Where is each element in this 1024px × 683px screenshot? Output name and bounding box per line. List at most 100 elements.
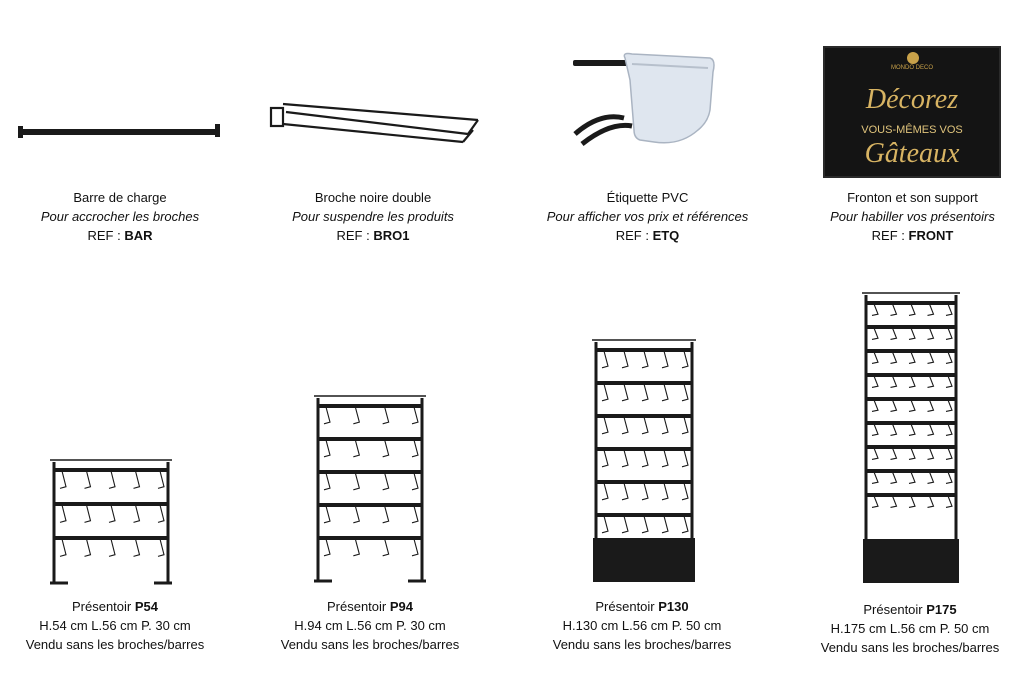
rack-bar: [318, 437, 422, 441]
display-label: Présentoir: [326, 599, 387, 614]
accessory-double-hook: Broche noire double Pour suspendre les p…: [268, 188, 478, 245]
double-hook-image: [268, 98, 483, 150]
rack-hook: [908, 399, 916, 412]
ref-code: BAR: [124, 228, 153, 243]
rack-bar: [866, 325, 956, 329]
rack-hook: [871, 303, 879, 316]
rack-hook: [945, 495, 953, 508]
display-p54: Présentoir P54 H.54 cm L.56 cm P. 30 cm …: [10, 597, 220, 654]
ref-label: REF :: [615, 228, 649, 243]
rack-hook: [157, 538, 165, 557]
rack-hook: [108, 470, 116, 489]
rack-p94-image: [312, 392, 428, 584]
rack-hook: [871, 327, 879, 340]
rack-bar: [596, 348, 692, 352]
rack-hook: [641, 416, 649, 435]
rack-hook: [157, 470, 165, 489]
rack-hook: [621, 449, 629, 468]
rack-hook: [890, 375, 898, 388]
rack-bar: [866, 469, 956, 473]
rack-hook: [641, 515, 649, 534]
rack-bar: [596, 381, 692, 385]
rack-hook: [84, 504, 92, 523]
rack-hook: [621, 383, 629, 402]
rack-hook: [927, 423, 935, 436]
rack-hook: [601, 350, 609, 369]
rack-bar: [866, 373, 956, 377]
rack-hook: [945, 351, 953, 364]
ref-code: ETQ: [652, 228, 680, 243]
display-ref: P130: [658, 599, 689, 614]
rack-hook: [927, 375, 935, 388]
accessory-desc: Pour afficher vos prix et références: [546, 209, 749, 224]
rack-hook: [927, 471, 935, 484]
rack-hook: [871, 399, 879, 412]
accessory-pvc-label: Étiquette PVC Pour afficher vos prix et …: [530, 188, 765, 245]
rack-hook: [681, 515, 689, 534]
accessory-name: Fronton et son support: [847, 190, 978, 205]
rack-hook: [890, 351, 898, 364]
rack-hook: [681, 482, 689, 501]
rack-hook: [601, 482, 609, 501]
rack-hook: [927, 303, 935, 316]
rack-hook: [681, 383, 689, 402]
ref-code: FRONT: [908, 228, 954, 243]
rack-hook: [84, 470, 92, 489]
rack-hook: [323, 439, 331, 458]
rack-bar: [318, 470, 422, 474]
rack-p54-image: [48, 458, 174, 586]
ref-label: REF :: [336, 228, 370, 243]
rack-bar: [54, 502, 168, 506]
rack-hook: [661, 350, 669, 369]
pvc-label-image: [570, 50, 720, 150]
rack-bar: [596, 414, 692, 418]
display-note: Vendu sans les broches/barres: [25, 637, 205, 652]
rack-hook: [601, 515, 609, 534]
rack-hook: [681, 350, 689, 369]
rack-bar: [318, 503, 422, 507]
rack-bar: [866, 493, 956, 497]
accessory-name: Étiquette PVC: [606, 190, 689, 205]
fronton-banner-image: MONDO DECO Décorez VOUS-MÊMES VOS Gâteau…: [823, 46, 1001, 178]
display-ref: P175: [926, 602, 957, 617]
rack-hook: [108, 504, 116, 523]
accessory-bar: Barre de charge Pour accrocher les broch…: [20, 188, 220, 245]
rack-hook: [890, 447, 898, 460]
rack-bar: [866, 301, 956, 305]
rack-hook: [353, 538, 361, 557]
display-label: Présentoir: [595, 599, 655, 614]
rack-hook: [157, 504, 165, 523]
display-dims: H.175 cm L.56 cm P. 50 cm: [830, 621, 990, 636]
rack-hook: [890, 495, 898, 508]
ref-label: REF :: [87, 228, 121, 243]
rack-hook: [661, 515, 669, 534]
banner-brand: MONDO DECO: [891, 65, 933, 71]
rack-hook: [59, 470, 67, 489]
display-note: Vendu sans les broches/barres: [820, 640, 1000, 655]
rack-bar: [54, 468, 168, 472]
rack-hook: [621, 350, 629, 369]
rack-hook: [945, 327, 953, 340]
rack-hook: [871, 471, 879, 484]
rack-base: [863, 539, 959, 583]
rack-hook: [890, 327, 898, 340]
banner-line-1: Décorez: [865, 84, 959, 115]
bar-image: [18, 120, 222, 142]
rack-hook: [323, 505, 331, 524]
rack-hook: [411, 505, 419, 524]
display-p130: Présentoir P130 H.130 cm L.56 cm P. 50 c…: [537, 597, 747, 654]
rack-hook: [59, 538, 67, 557]
rack-hook: [871, 351, 879, 364]
rack-bar: [866, 421, 956, 425]
rack-bar: [866, 397, 956, 401]
rack-hook: [927, 351, 935, 364]
rack-hook: [641, 482, 649, 501]
accessory-name: Barre de charge: [73, 190, 167, 205]
rack-hook: [908, 351, 916, 364]
rack-bar: [596, 513, 692, 517]
rack-hook: [641, 383, 649, 402]
rack-hook: [382, 406, 390, 425]
rack-hook: [323, 406, 331, 425]
rack-hook: [661, 416, 669, 435]
rack-hook: [601, 416, 609, 435]
